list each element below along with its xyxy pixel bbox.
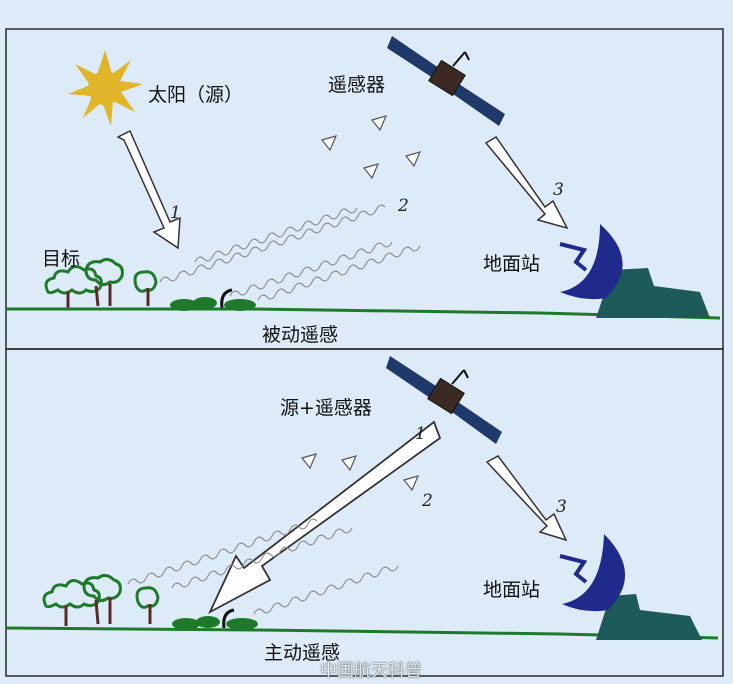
ground-station-icon	[559, 224, 710, 318]
active-sensor-label: 源+遥感器	[280, 397, 372, 419]
downlink-arrow	[484, 135, 569, 230]
path-number-2: 2	[398, 196, 409, 216]
sun-label: 太阳（源）	[148, 84, 244, 106]
reflected-radiation-waves	[159, 204, 421, 301]
watermark: 中国航天科普	[320, 661, 422, 681]
backscatter-waves	[127, 518, 399, 615]
wave-arrowheads	[320, 115, 422, 180]
sun-icon	[68, 50, 143, 126]
bottom-ground-station-icon	[559, 534, 702, 640]
target-trees-icon	[44, 257, 158, 295]
active-satellite-icon	[386, 356, 502, 444]
active-caption: 主动遥感	[264, 642, 341, 664]
path-number-1: 1	[170, 203, 181, 223]
bottom-ground-station-label: 地面站	[483, 579, 541, 601]
bottom-trees-icon	[42, 573, 160, 609]
emitted-pulse-arrow	[208, 420, 442, 615]
satellite-icon	[387, 36, 505, 126]
bottom-panel-frame	[5, 348, 724, 677]
backscatter-arrowheads	[300, 453, 420, 492]
sensor-label: 遥感器	[328, 74, 386, 96]
passive-caption: 被动遥感	[262, 324, 339, 346]
path-number-3: 3	[553, 180, 564, 200]
ground-station-label: 地面站	[483, 253, 541, 275]
incident-radiation-arrow	[116, 129, 181, 250]
bottom-path-number-1: 1	[415, 424, 426, 444]
target-label: 目标	[42, 248, 81, 270]
bottom-path-number-3: 3	[556, 497, 567, 517]
active-downlink-arrow	[485, 455, 568, 542]
tree-trunks	[66, 284, 150, 308]
bottom-path-number-2: 2	[422, 491, 433, 511]
